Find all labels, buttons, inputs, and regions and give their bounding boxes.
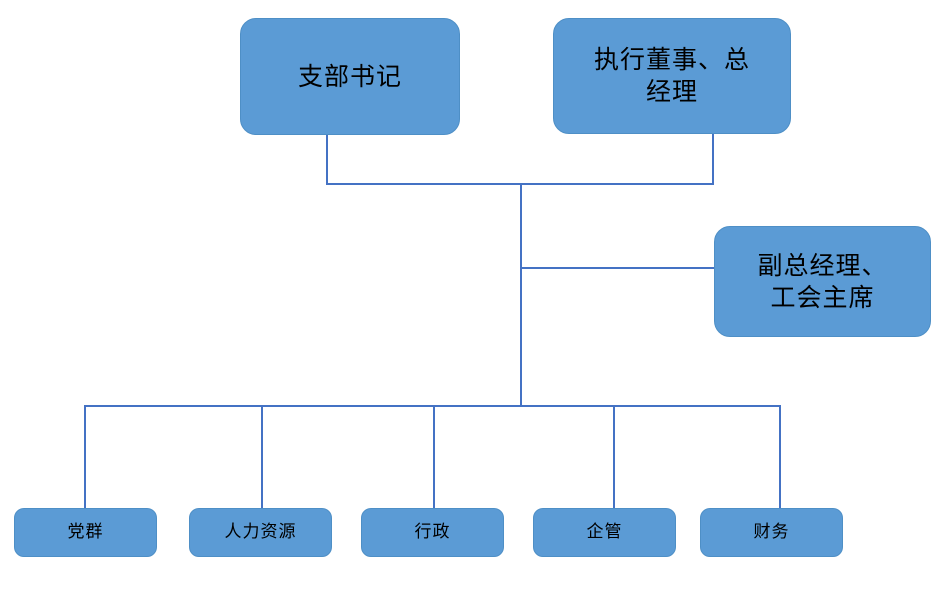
- node-executive-director-gm[interactable]: 执行董事、总 经理: [553, 18, 791, 134]
- node-department-5[interactable]: 财务: [700, 508, 843, 557]
- connector-drop-dept-1: [84, 405, 86, 509]
- connector-department-bus: [84, 405, 781, 407]
- connector-drop-dept-4: [613, 405, 615, 509]
- node-executive-director-gm-label: 执行董事、总 经理: [593, 45, 750, 106]
- node-department-1-label: 党群: [67, 521, 104, 542]
- node-party-secretary[interactable]: 支部书记: [240, 18, 460, 135]
- connector-main-trunk: [520, 183, 522, 407]
- node-department-2-label: 人力资源: [224, 521, 297, 542]
- node-party-secretary-label: 支部书记: [297, 61, 402, 91]
- connector-deputy-branch: [520, 267, 716, 269]
- node-deputy-gm-union-chair-label: 副总经理、 工会主席: [757, 250, 888, 312]
- node-deputy-gm-union-chair[interactable]: 副总经理、 工会主席: [714, 226, 931, 337]
- connector-drop-dept-5: [779, 405, 781, 509]
- node-department-1[interactable]: 党群: [14, 508, 157, 557]
- connector-drop-dept-3: [433, 405, 435, 509]
- connector-drop-dept-2: [261, 405, 263, 509]
- node-department-3[interactable]: 行政: [361, 508, 504, 557]
- node-department-4-label: 企管: [586, 521, 623, 542]
- node-department-5-label: 财务: [753, 521, 790, 542]
- node-department-3-label: 行政: [414, 521, 451, 542]
- connector-secretary-down: [326, 133, 328, 185]
- node-department-2[interactable]: 人力资源: [189, 508, 332, 557]
- connector-director-down: [712, 132, 714, 185]
- node-department-4[interactable]: 企管: [533, 508, 676, 557]
